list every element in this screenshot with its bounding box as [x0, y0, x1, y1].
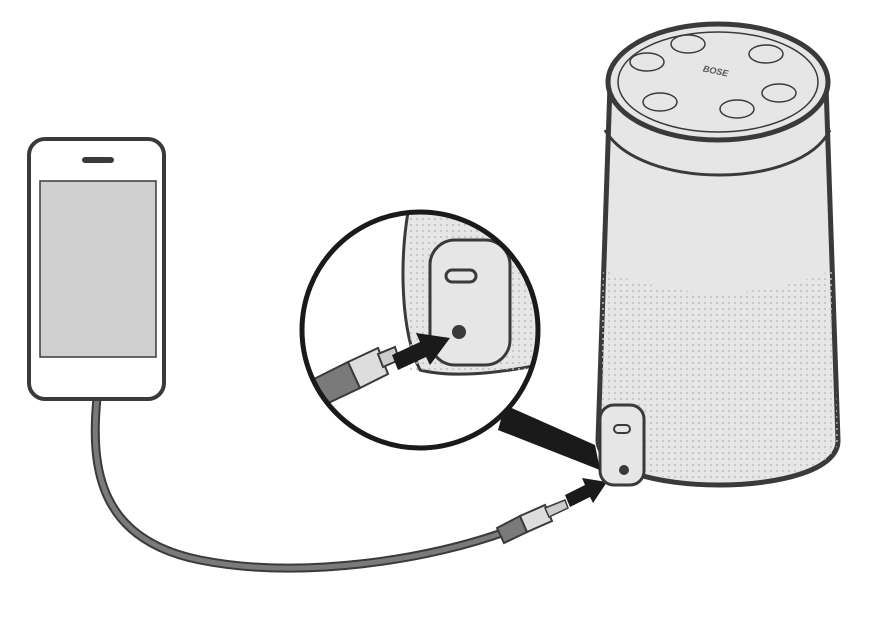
- aux-button: [719, 99, 755, 119]
- aux-port-panel: [598, 403, 646, 487]
- phone: [27, 137, 166, 401]
- magnified-inset: [299, 209, 541, 451]
- phone-speaker-slot: [82, 157, 114, 163]
- arrow-icon: [392, 333, 450, 370]
- control-buttons: [629, 34, 797, 119]
- power-button: [642, 92, 678, 112]
- speaker: BOSE: [595, 21, 841, 488]
- arrow-icon: [565, 478, 607, 507]
- volume-down-button: [761, 83, 797, 103]
- multifunction-button: [748, 44, 784, 64]
- bluetooth-button: [629, 52, 665, 72]
- audio-plug: [495, 499, 569, 545]
- aux-input-jack: [619, 465, 629, 475]
- volume-up-button: [670, 34, 706, 54]
